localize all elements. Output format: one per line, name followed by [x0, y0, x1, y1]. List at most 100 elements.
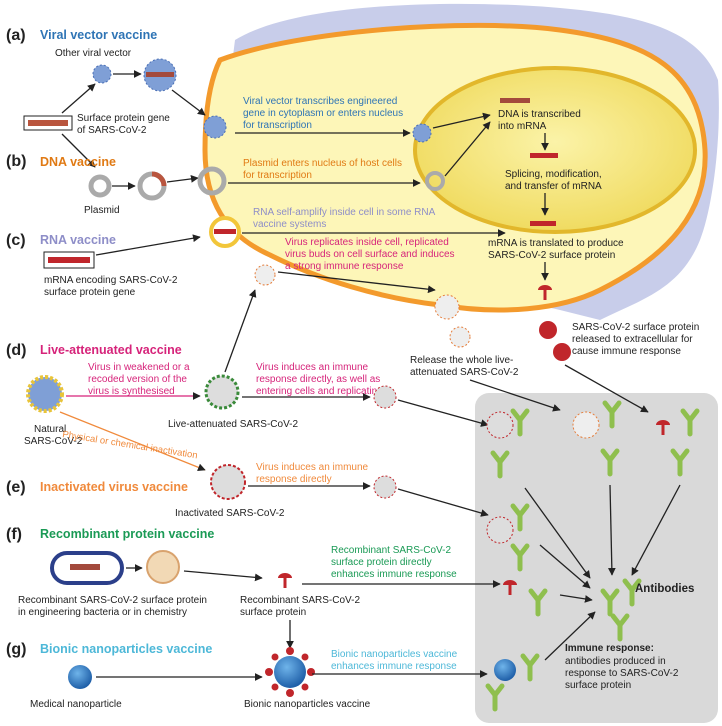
letter-b: (b) [6, 153, 26, 170]
recomb-surf-2: surface protein [240, 607, 306, 618]
title-d: Live-attenuated vaccine [40, 343, 182, 357]
vv-text-2: gene in cytoplasm or enters nucleus [243, 108, 403, 119]
recomb-bact-2: in engineering bacteria or in chemistry [18, 607, 187, 618]
surface-rel-3: cause immune response [572, 346, 681, 357]
translated-2: SARS-CoV-2 surface protein [488, 250, 615, 261]
vv-text-1: Viral vector transcribes engineered [243, 96, 397, 107]
other-viral-vector-label: Other viral vector [55, 48, 132, 59]
replicates-1: Virus replicates inside cell, replicated [285, 237, 449, 248]
mrna-strip-box [48, 257, 90, 263]
protein-structure-icon [146, 550, 180, 584]
cell-nucleus [413, 66, 697, 234]
inact-sars-label: Inactivated SARS-CoV-2 [175, 508, 285, 519]
splicing-1: Splicing, modification, [505, 169, 602, 180]
antibodies-label: Antibodies [635, 583, 694, 595]
rna-amp-2: vaccine systems [253, 219, 326, 230]
natural-2: SARS-CoV-2 [24, 436, 83, 447]
viral-vector-small-icon [92, 64, 112, 84]
mrna-encoding-1: mRNA encoding SARS-CoV-2 [44, 275, 178, 286]
medical-nanoparticle-icon [68, 665, 92, 689]
panel-bionic-icon [494, 659, 516, 681]
title-a: Viral vector vaccine [40, 28, 157, 42]
weakened-2: recoded version of the [88, 374, 187, 385]
induces-direct-1: Virus induces an immune [256, 362, 369, 373]
weakened-1: Virus in weakened or a [88, 362, 190, 373]
title-c: RNA vaccine [40, 233, 116, 247]
gene-strip-2 [28, 120, 68, 126]
immune-3: surface protein [565, 680, 631, 691]
gene-strip [146, 72, 174, 77]
bionic-enh-1: Bionic nanoparticles vaccine [331, 649, 458, 660]
released-protein-icon-2 [553, 343, 571, 361]
inact-induces-2: response directly [256, 474, 332, 485]
budding-virus-icon-2 [449, 326, 471, 348]
letter-c: (c) [6, 232, 26, 249]
plasmid-text-2: for transcription [243, 170, 312, 181]
recomb-bact-1: Recombinant SARS-CoV-2 surface protein [18, 595, 207, 606]
plasmid-nucleus-icon [425, 171, 445, 191]
inactivated-small-icon [373, 475, 397, 499]
surface-rel-1: SARS-CoV-2 surface protein [572, 322, 699, 333]
viral-vector-nucleus-icon [412, 123, 432, 143]
bacteria-gene [70, 564, 100, 570]
letter-e: (e) [6, 479, 26, 496]
virus-inside-cell-icon [254, 264, 276, 286]
release-2: attenuated SARS-CoV-2 [410, 367, 519, 378]
dna-strip [500, 98, 530, 103]
title-g: Bionic nanoparticles vaccine [40, 642, 212, 656]
surface-gene-label-2: of SARS-CoV-2 [77, 125, 147, 136]
mrna-strip-2 [530, 221, 556, 226]
inact-induces-1: Virus induces an immune [256, 462, 369, 473]
title-b: DNA vaccine [40, 155, 116, 169]
live-att-label: Live-attenuated SARS-CoV-2 [168, 419, 299, 430]
induces-direct-3: entering cells and replicating [256, 386, 383, 397]
immune-2: response to SARS-CoV-2 [565, 668, 679, 679]
translated-1: mRNA is translated to produce [488, 238, 624, 249]
induces-direct-2: response directly, as well as [256, 374, 380, 385]
recomb-surf-1: Recombinant SARS-CoV-2 [240, 595, 360, 606]
plasmid-in-cell-icon [197, 166, 227, 196]
rna-amp-1: RNA self-amplify inside cell in some RNA [253, 207, 436, 218]
plasmid-label: Plasmid [84, 205, 120, 216]
panel-released-virus-icon [572, 411, 600, 439]
weakened-3: virus is synthesised [88, 386, 175, 397]
dna-transcribed-1: DNA is transcribed [498, 109, 581, 120]
letter-f: (f) [6, 526, 22, 543]
natural-1: Natural [34, 424, 66, 435]
splicing-2: and transfer of mRNA [505, 181, 602, 192]
viral-vector-in-cell-icon [203, 115, 227, 139]
release-1: Release the whole live- [410, 355, 513, 366]
replicates-2: virus buds on cell surface and induces [285, 249, 455, 260]
mrna-in-lnp [214, 229, 236, 234]
surface-rel-2: released to extracellular for [572, 334, 693, 345]
plasmid-icon [88, 174, 112, 198]
bionic-vac-label: Bionic nanoparticles vaccine [244, 699, 371, 710]
plasmid-text-1: Plasmid enters nucleus of host cells [243, 158, 402, 169]
medical-np-label: Medical nanoparticle [30, 699, 122, 710]
letter-g: (g) [6, 641, 26, 658]
surface-gene-label-1: Surface protein gene [77, 113, 170, 124]
recomb-direct-3: enhances immune response [331, 569, 457, 580]
released-protein-icon-1 [539, 321, 557, 339]
bionic-spikes [265, 647, 315, 697]
panel-live-virus-icon [486, 411, 514, 439]
immune-1: antibodies produced in [565, 656, 666, 667]
immune-title: Immune response: [565, 643, 654, 654]
dna-transcribed-2: into mRNA [498, 121, 547, 132]
letter-a: (a) [6, 27, 26, 44]
recombinant-protein-icon [276, 571, 294, 590]
panel-inactivated-icon [486, 516, 514, 544]
live-attenuated-virus-icon [204, 374, 240, 410]
inactivated-virus-icon [210, 464, 246, 500]
bionic-enh-2: enhances immune response [331, 661, 457, 672]
vv-text-3: for transcription [243, 120, 312, 131]
letter-d: (d) [6, 342, 26, 359]
bionic-nanoparticle-icon [274, 656, 306, 688]
title-e: Inactivated virus vaccine [40, 480, 188, 494]
recomb-direct-2: surface protein directly [331, 557, 432, 568]
recomb-direct-1: Recombinant SARS-CoV-2 [331, 545, 451, 556]
budding-virus-icon-1 [434, 294, 460, 320]
mrna-encoding-2: surface protein gene [44, 287, 136, 298]
immune-panel [475, 393, 718, 723]
